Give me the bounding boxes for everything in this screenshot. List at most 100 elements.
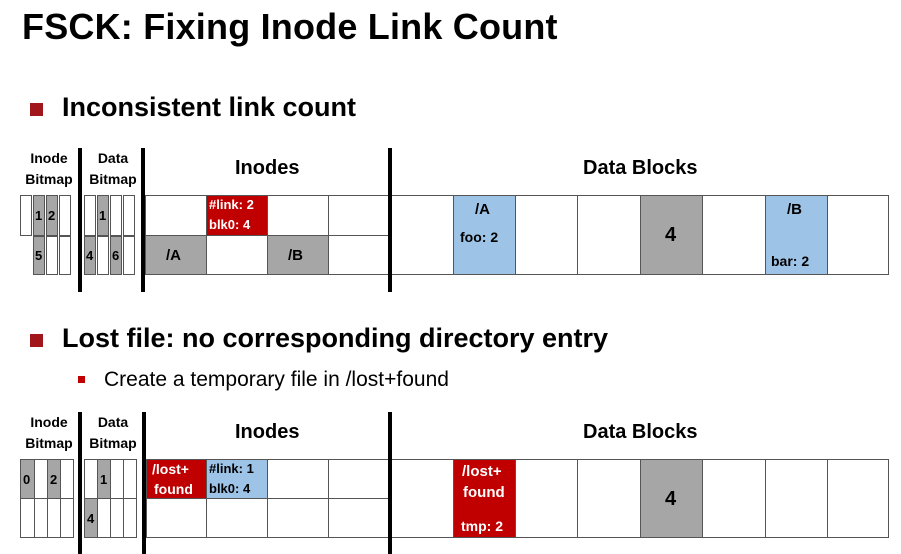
empty-cell — [97, 236, 109, 275]
empty-cell — [267, 459, 329, 499]
empty-cell — [110, 498, 124, 538]
cell-label: blk0: 4 — [209, 217, 251, 232]
empty-cell — [20, 195, 32, 236]
empty-cell — [34, 459, 48, 499]
inode-link-count: #link: 1 blk0: 4 — [206, 459, 268, 499]
cell-label: 4 — [87, 511, 95, 526]
cell-label: 4 — [665, 488, 677, 510]
cell-label: bar: 2 — [771, 253, 810, 269]
empty-cell — [146, 498, 207, 538]
empty-cell — [206, 498, 268, 538]
data-bitmap-bit: 4 — [84, 498, 98, 538]
data-bitmap-bit: 6 — [110, 236, 122, 275]
empty-cell — [827, 195, 889, 275]
bullet-lost-file: Lost file: no corresponding directory en… — [62, 323, 609, 353]
empty-cell — [110, 195, 122, 236]
inode-dir-a: /A — [145, 235, 207, 275]
empty-cell — [123, 498, 137, 538]
empty-cell — [577, 195, 641, 275]
header-line: Data — [97, 150, 129, 166]
region-divider — [388, 148, 392, 292]
data-blocks-header: Data Blocks — [583, 421, 698, 443]
empty-cell — [123, 236, 135, 275]
cell-label: 0 — [23, 472, 31, 487]
empty-cell — [60, 459, 74, 499]
inode-link-count: #link: 2 blk0: 4 — [206, 195, 268, 236]
cell-label: tmp: 2 — [461, 518, 503, 534]
inode-bitmap-bit: 2 — [46, 195, 58, 236]
empty-cell — [34, 498, 48, 538]
bullet-marker — [30, 334, 43, 347]
empty-cell — [110, 459, 124, 499]
inodes-header: Inodes — [235, 421, 300, 443]
empty-cell — [59, 195, 71, 236]
cell-label: 2 — [48, 208, 56, 223]
inode-bitmap-bit: 2 — [47, 459, 61, 499]
empty-cell — [123, 459, 137, 499]
inode-dir-b: /B — [267, 235, 329, 275]
region-divider — [142, 412, 146, 554]
cell-label: /lost+ — [152, 461, 189, 477]
region-divider — [78, 148, 82, 292]
data-block-4: 4 — [640, 459, 703, 538]
data-bitmap-bit: 4 — [84, 236, 96, 275]
cell-label: 2 — [50, 472, 58, 487]
header-line: Bitmap — [25, 435, 73, 451]
empty-cell — [765, 459, 828, 538]
data-block-dir-a: /A foo: 2 — [453, 195, 516, 275]
region-divider — [78, 412, 82, 554]
cell-label: blk0: 4 — [209, 481, 251, 496]
cell-label: found — [463, 484, 505, 501]
header-line: Bitmap — [25, 171, 73, 187]
cell-label: 5 — [35, 248, 43, 263]
inodes-header: Inodes — [235, 157, 300, 179]
cell-label: #link: 1 — [209, 461, 254, 476]
cell-label: 1 — [35, 208, 43, 223]
cell-label: /lost+ — [462, 463, 502, 480]
empty-cell — [702, 459, 766, 538]
page-title: FSCK: Fixing Inode Link Count — [22, 6, 558, 47]
empty-cell — [206, 235, 268, 275]
cell-label: 1 — [100, 472, 108, 487]
cell-label: 6 — [112, 248, 120, 263]
empty-cell — [84, 195, 96, 236]
cell-label: /A — [166, 247, 181, 264]
empty-cell — [391, 195, 454, 275]
empty-cell — [123, 195, 135, 236]
data-block-dir-b: /B bar: 2 — [765, 195, 828, 275]
region-divider — [388, 412, 392, 554]
empty-cell — [328, 498, 390, 538]
empty-cell — [20, 498, 35, 538]
empty-cell — [515, 195, 578, 275]
data-bitmap-bit: 1 — [97, 195, 109, 236]
header-line: Bitmap — [89, 171, 137, 187]
cell-label: foo: 2 — [460, 229, 499, 245]
empty-cell — [145, 195, 207, 236]
cell-label: 4 — [665, 224, 677, 246]
empty-cell — [267, 195, 329, 236]
empty-cell — [59, 236, 71, 275]
header-line: Bitmap — [89, 435, 137, 451]
empty-cell — [328, 459, 390, 499]
cell-label: /B — [787, 201, 802, 218]
inode-bitmap-bit: 1 — [33, 195, 45, 236]
empty-cell — [328, 235, 390, 275]
cell-label: /B — [288, 247, 303, 264]
header-line: Data — [97, 414, 129, 430]
empty-cell — [577, 459, 641, 538]
cell-label: 4 — [86, 248, 94, 263]
data-block-4: 4 — [640, 195, 703, 275]
empty-cell — [391, 459, 454, 538]
empty-cell — [702, 195, 766, 275]
cell-label: #link: 2 — [209, 197, 254, 212]
data-bitmap-bit: 1 — [97, 459, 111, 499]
cell-label: 1 — [99, 208, 107, 223]
bullet-inconsistent-link-count: Inconsistent link count — [62, 92, 357, 122]
empty-cell — [60, 498, 74, 538]
empty-cell — [84, 459, 98, 499]
empty-cell — [328, 195, 390, 236]
inode-lost-found: /lost+ found — [146, 459, 207, 499]
